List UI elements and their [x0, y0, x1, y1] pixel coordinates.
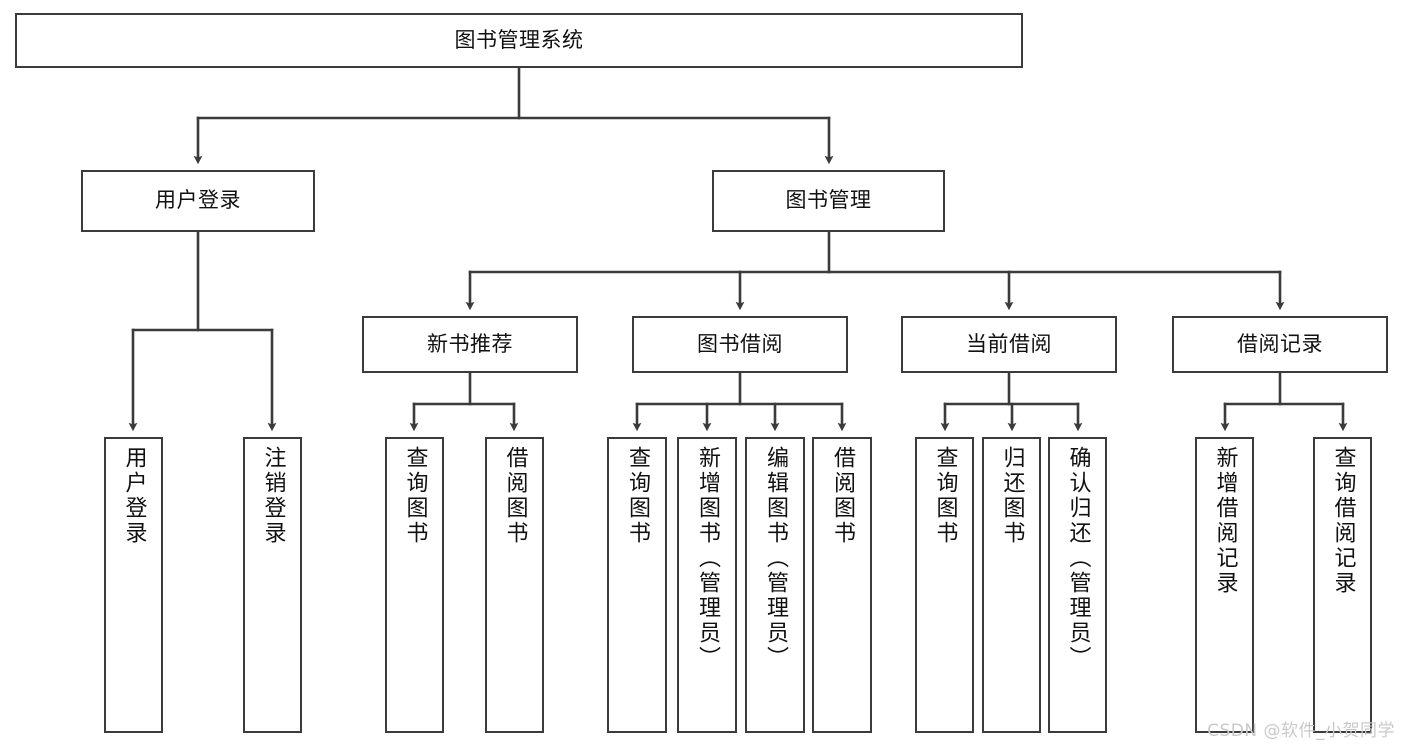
node-label: 用户登录 [121, 446, 147, 546]
leaf-borrow-record-add-record[interactable]: 新增借阅记录 [1195, 437, 1254, 733]
node-label: 借阅图书 [830, 446, 855, 546]
node-root-library-management-system[interactable]: 图书管理系统 [15, 13, 1023, 68]
connector-new-book-recommend-to-leaves [409, 371, 519, 432]
node-label: 图书管理系统 [454, 27, 584, 52]
csdn-watermark: CSDN @软件_小贺同学 [1207, 721, 1395, 741]
node-label: 编辑图书（管理员） [763, 446, 788, 671]
leaf-book-borrow-add-book-admin[interactable]: 新增图书（管理员） [677, 437, 737, 733]
node-label: 图书管理 [785, 188, 872, 213]
node-label: 查询图书 [932, 446, 958, 546]
node-label: 新书推荐 [427, 331, 513, 356]
leaf-user-login-signin[interactable]: 用户登录 [104, 437, 163, 733]
connector-book-borrow-to-leaves [632, 371, 847, 432]
node-label: 查询借阅记录 [1330, 446, 1356, 596]
node-new-book-recommendation[interactable]: 新书推荐 [362, 316, 578, 373]
connector-root-to-level2 [193, 66, 834, 165]
node-book-management[interactable]: 图书管理 [712, 170, 945, 232]
node-label: 新增借阅记录 [1212, 446, 1238, 596]
leaf-user-login-logout[interactable]: 注销登录 [243, 437, 302, 733]
leaf-book-borrow-query-book[interactable]: 查询图书 [607, 437, 667, 733]
node-label: 新增图书（管理员） [695, 446, 720, 671]
node-label: 查询图书 [625, 446, 650, 546]
leaf-book-borrow-edit-book-admin[interactable]: 编辑图书（管理员） [745, 437, 805, 733]
leaf-current-borrow-return-book[interactable]: 归还图书 [982, 437, 1041, 733]
node-label: 当前借阅 [966, 331, 1052, 356]
connector-user-login-to-leaves [128, 230, 277, 432]
node-book-borrowing[interactable]: 图书借阅 [632, 316, 848, 373]
node-label: 查询图书 [402, 446, 428, 546]
node-current-borrowing[interactable]: 当前借阅 [901, 316, 1117, 373]
connector-current-borrow-to-leaves [940, 371, 1083, 432]
node-label: 借阅记录 [1237, 331, 1323, 356]
connector-book-manage-to-level3 [465, 230, 1285, 311]
leaf-borrow-record-query-record[interactable]: 查询借阅记录 [1313, 437, 1372, 733]
node-label: 用户登录 [155, 188, 241, 213]
connector-borrow-record-to-leaves [1220, 371, 1348, 432]
node-label: 注销登录 [260, 446, 286, 546]
leaf-new-book-query-book[interactable]: 查询图书 [385, 437, 444, 733]
leaf-book-borrow-borrow-book[interactable]: 借阅图书 [812, 437, 872, 733]
leaf-current-borrow-query-book[interactable]: 查询图书 [915, 437, 974, 733]
leaf-current-borrow-confirm-return-admin[interactable]: 确认归还（管理员） [1048, 437, 1107, 733]
node-label: 确认归还（管理员） [1065, 446, 1091, 671]
leaf-new-book-borrow-book[interactable]: 借阅图书 [485, 437, 544, 733]
node-label: 图书借阅 [697, 331, 783, 356]
node-borrowing-record[interactable]: 借阅记录 [1172, 316, 1388, 373]
node-label: 借阅图书 [502, 446, 528, 546]
node-user-login[interactable]: 用户登录 [81, 170, 315, 232]
node-label: 归还图书 [999, 446, 1025, 546]
